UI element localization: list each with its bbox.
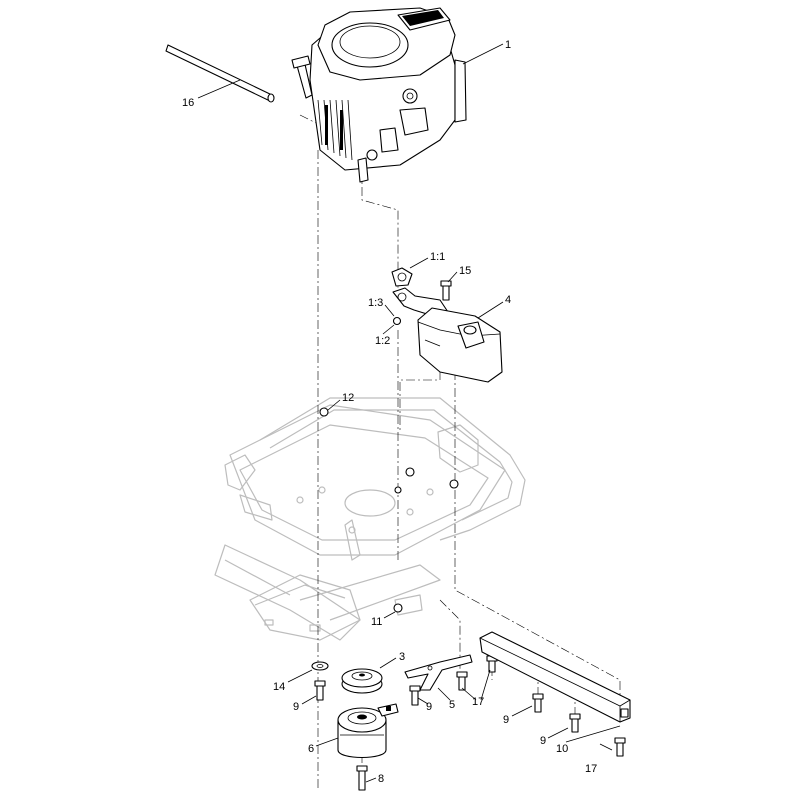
nut-1-2 [392,316,402,326]
callout-1-2: 1:2 [375,335,390,347]
callout-labels: 1 16 1:1 15 1:3 4 1:2 12 11 3 14 9 9 5 1… [182,39,597,785]
nut-11 [393,603,403,613]
callout-1: 1 [505,39,511,51]
callout-9: 9 [503,714,509,726]
callout-9: 9 [293,701,299,713]
bolt-9 [314,680,581,733]
bolt-17 [456,655,626,757]
callout-11: 11 [371,616,382,628]
bolt-15 [440,280,452,301]
nut-12 [319,407,459,494]
washer-14 [311,661,329,671]
callout-16: 16 [182,97,194,109]
tube-bar-10 [479,631,631,723]
callout-14: 14 [273,681,285,693]
callout-9: 9 [540,735,546,747]
mower-frame-ghost [214,397,526,641]
callout-17: 17 [585,763,597,775]
callout-3: 3 [399,651,405,663]
bolt-8 [356,765,368,791]
callout-9: 9 [426,701,432,713]
gasket-1-1 [391,267,413,287]
pulley-3 [341,668,383,694]
callout-6: 6 [308,743,314,755]
muffler-4 [417,307,503,383]
callout-8: 8 [378,773,384,785]
callout-4: 4 [505,294,511,306]
callout-12: 12 [342,392,354,404]
leader-lines [197,43,621,783]
bracket-5 [404,654,473,691]
callout-17: 17 [472,696,484,708]
clutch-6 [337,703,399,758]
callout-5: 5 [449,699,455,711]
callout-1-3: 1:3 [368,297,383,309]
engine-1 [291,7,467,183]
throttle-rod-16 [165,44,275,103]
callout-1-1: 1:1 [430,251,445,263]
callout-10: 10 [556,743,568,755]
callout-15: 15 [459,265,471,277]
